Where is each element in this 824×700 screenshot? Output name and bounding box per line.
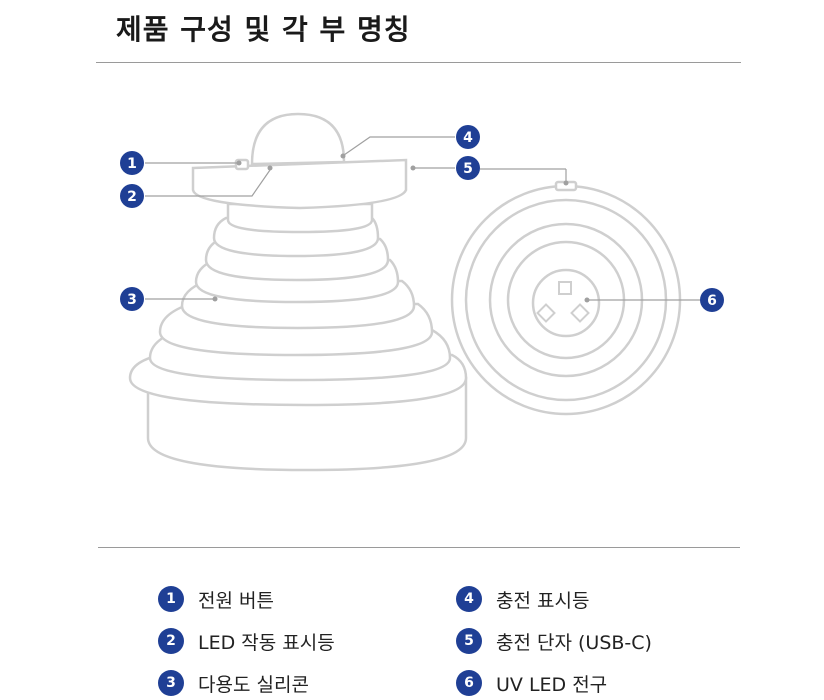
- legend-label-4: 충전 표시등: [496, 589, 590, 612]
- legend-item-2: 2 LED 작동 표시등: [158, 626, 335, 656]
- led-chip-3: [570, 303, 590, 323]
- leader-2: [145, 169, 271, 197]
- silicone-neck: [226, 202, 374, 234]
- cap-brim: [191, 158, 408, 210]
- callout-5: 5: [456, 156, 480, 180]
- leader-dot-1: [236, 160, 242, 166]
- legend-badge-5: 5: [456, 628, 482, 654]
- leader-dot-5: [410, 165, 416, 171]
- svg-text:5: 5: [463, 161, 473, 177]
- legend-badge-1: 1: [158, 586, 184, 612]
- leader-dot-5b: [563, 180, 569, 186]
- page-title: 제품 구성 및 각 부 명칭: [116, 13, 411, 46]
- callout-6: 6: [700, 288, 724, 312]
- leader-dot-3: [212, 296, 218, 302]
- svg-text:4: 4: [463, 130, 473, 146]
- svg-text:2: 2: [127, 189, 137, 205]
- svg-text:3: 3: [127, 292, 137, 308]
- legend-item-6: 6 UV LED 전구: [456, 668, 607, 698]
- callout-4: 4: [456, 125, 480, 149]
- uv-led-hub: [531, 268, 601, 338]
- bottom-divider: [98, 547, 740, 548]
- legend-label-2: LED 작동 표시등: [198, 631, 335, 654]
- leader-dot-2: [267, 165, 273, 171]
- legend-label-6: UV LED 전구: [496, 673, 608, 696]
- top-divider: [96, 62, 741, 63]
- legend-label-5: 충전 단자 (USB-C): [496, 631, 652, 654]
- legend-badge-6: 6: [456, 670, 482, 696]
- legend-item-4: 4 충전 표시등: [456, 584, 589, 614]
- callout-3: 3: [120, 287, 144, 311]
- legend-label-3: 다용도 실리콘: [198, 673, 309, 696]
- legend-item-1: 1 전원 버튼: [158, 584, 274, 614]
- legend-badge-4: 4: [456, 586, 482, 612]
- svg-text:6: 6: [707, 293, 717, 309]
- callout-2: 2: [120, 184, 144, 208]
- legend-badge-3: 3: [158, 670, 184, 696]
- led-chip-1: [558, 281, 572, 295]
- led-chip-2: [536, 303, 556, 323]
- callout-1: 1: [120, 151, 144, 175]
- leader-dot-6: [584, 297, 590, 303]
- legend-label-1: 전원 버튼: [198, 589, 274, 612]
- legend-item-5: 5 충전 단자 (USB-C): [456, 626, 652, 656]
- leader-4: [343, 136, 455, 156]
- legend-item-3: 3 다용도 실리콘: [158, 668, 309, 698]
- parts-legend: 1 전원 버튼 2 LED 작동 표시등 3 다용도 실리콘 4 충전 표시등 …: [0, 584, 824, 700]
- cap-dome: [250, 112, 346, 166]
- svg-text:1: 1: [127, 156, 137, 172]
- legend-badge-2: 2: [158, 628, 184, 654]
- leader-dot-4: [340, 153, 346, 159]
